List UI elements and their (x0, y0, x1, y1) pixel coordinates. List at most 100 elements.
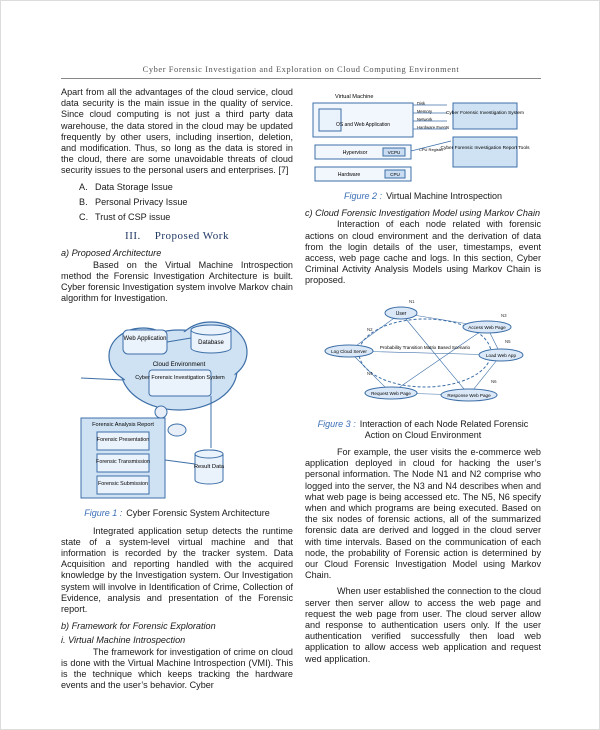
subsection-c-heading: c) Cloud Forensic Investigation Model us… (305, 208, 541, 219)
figure-3-caption: Figure 3 :Interaction of each Node Relat… (305, 419, 541, 441)
para-integrated: Integrated application setup detects the… (61, 525, 293, 615)
markov-diagram: User Access Web Page Log Cloud Server Pr… (324, 299, 524, 402)
figure-1-caption-text: Cyber Forensic System Architecture (126, 508, 270, 519)
node-request (364, 386, 418, 400)
diagram-arrows (80, 337, 212, 465)
vm-label: Virtual Machine (335, 94, 373, 100)
svg-text:N5: N5 (505, 339, 511, 344)
report-label: Forensic Analysis Report (92, 422, 154, 428)
result-label: Result Data (194, 464, 225, 470)
report-tools-label: Cyber Forensic Investigation Report Tool… (441, 145, 531, 151)
event-labels: Disk Memory Network Hardware Events (417, 101, 449, 130)
para-architecture: Based on the Virtual Machine Introspecti… (61, 259, 293, 304)
matrix-label: Probability Transition Matrix Based Scen… (380, 345, 471, 350)
figure-3-caption-text: Interaction of each Node Related Forensi… (359, 418, 529, 440)
submission-box (96, 475, 150, 495)
os-label: OS and Web Application (336, 122, 390, 128)
vmi-diagram: Virtual Machine OS and Web Application H… (312, 94, 531, 182)
vcpu-label: VCPU (388, 150, 401, 155)
transmission-label: Forensic Transmission (96, 459, 150, 465)
subsection-i-heading: i. Virtual Machine Introspection (61, 635, 186, 646)
running-header: Cyber Forensic Investigation and Explora… (142, 65, 460, 74)
issue-list: A. Data Storage Issue B. Personal Privacy … (79, 182, 293, 224)
cfis-label: Cyber Forensic Investigation System (135, 375, 225, 381)
svg-text:N3: N3 (501, 313, 507, 318)
report-tools-box (452, 136, 518, 168)
right-column: Virtual Machine OS and Web Application H… (305, 87, 541, 665)
issue-item: A. Data Storage Issue (79, 182, 293, 193)
issue-text: Data Storage Issue (95, 181, 173, 192)
figure-2-label: Figure 2 : (344, 191, 383, 201)
node-request-label: Request Web Page (371, 391, 411, 396)
section-number: III. (125, 230, 141, 243)
figure-1-label: Figure 1 : (84, 508, 123, 519)
issue-key: A. (79, 181, 88, 192)
figure-3: User Access Web Page Log Cloud Server Pr… (305, 291, 541, 415)
section-title: Proposed Work (154, 230, 229, 243)
node-load-label: Load Web App (486, 353, 516, 358)
svg-text:N2: N2 (367, 327, 373, 332)
architecture-diagram: Web Application Database Cloud Environme… (80, 321, 248, 499)
cfis-label-2: Cyber Forensic Investigation System (446, 110, 524, 116)
web-app-label: Web Application (124, 336, 167, 342)
svg-text:Hardware Events: Hardware Events (417, 125, 449, 130)
para-vmi: The framework for investigation of crime… (61, 646, 293, 691)
node-user (384, 306, 418, 320)
node-load (478, 348, 524, 362)
node-numbers: N1 N2 N3 N4 N5 N6 (367, 299, 511, 384)
cfis-box (148, 369, 212, 397)
figure-1: Web Application Database Cloud Environme… (61, 308, 293, 504)
issue-text: Personal Privacy Issue (95, 196, 188, 207)
database-icon (190, 324, 232, 354)
issue-key: C. (79, 212, 89, 223)
issue-key: B. (79, 196, 88, 207)
svg-text:Disk: Disk (417, 101, 426, 106)
issue-item: C.Trust of CSP issue (79, 212, 293, 223)
para-example: For example, the user visits the e-comme… (305, 447, 541, 581)
figure-2: Virtual Machine OS and Web Application H… (305, 91, 541, 187)
hardware-label: Hardware (338, 172, 361, 178)
para-markov: Interaction of each node related with fo… (305, 219, 541, 286)
left-column: Apart from all the advantages of the clo… (61, 87, 293, 692)
para-connection: When user established the connection to … (305, 586, 541, 664)
issue-item: B. Personal Privacy Issue (79, 197, 293, 208)
transmission-box (96, 453, 150, 473)
subsection-b-heading: b) Framework for Forensic Exploration (61, 621, 216, 632)
node-response-label: Response Web Page (447, 393, 491, 398)
figure-2-caption: Figure 2 :Virtual Machine Introspection (305, 191, 541, 202)
cpu-box (384, 169, 406, 179)
intro-paragraph: Apart from all the advantages of the clo… (61, 87, 293, 176)
event-lines (413, 104, 447, 130)
cpu-register-line (410, 140, 452, 152)
svg-text:Memory: Memory (417, 109, 433, 114)
presentation-label: Forensic Presentation (97, 437, 149, 443)
node-user-label: User (396, 311, 407, 317)
svg-text:N6: N6 (491, 379, 497, 384)
node-log-label: Log Cloud Server (331, 349, 367, 354)
header-rule (61, 78, 541, 79)
svg-text:N4: N4 (367, 371, 373, 376)
node-response (440, 388, 498, 402)
database-label: Database (198, 340, 224, 346)
web-app-box (122, 329, 168, 355)
vcpu-box (382, 147, 406, 157)
svg-text:Network: Network (417, 117, 433, 122)
node-access-label: Access Web Page (468, 325, 506, 330)
section-heading: III. Proposed Work (61, 231, 293, 242)
node-log (324, 344, 374, 358)
hypervisor-label: Hypervisor (343, 150, 368, 156)
os-icon (318, 108, 342, 132)
cpu-register-label: CPU Register (419, 147, 444, 152)
figure-1-caption: Figure 1 :Cyber Forensic System Architec… (61, 508, 293, 519)
cfis-box-2 (452, 102, 518, 130)
figure-2-caption-text: Virtual Machine Introspection (386, 191, 502, 201)
submission-label: Forensic Submission (98, 481, 148, 487)
presentation-box (96, 431, 150, 451)
figure-3-label: Figure 3 : (317, 418, 356, 429)
cloud-env-label: Cloud Environment (153, 361, 206, 368)
svg-text:N1: N1 (409, 299, 415, 304)
result-data-icon (194, 449, 224, 485)
subsection-a-heading: a) Proposed Architecture (61, 248, 162, 259)
cpu-label: CPU (390, 172, 400, 177)
